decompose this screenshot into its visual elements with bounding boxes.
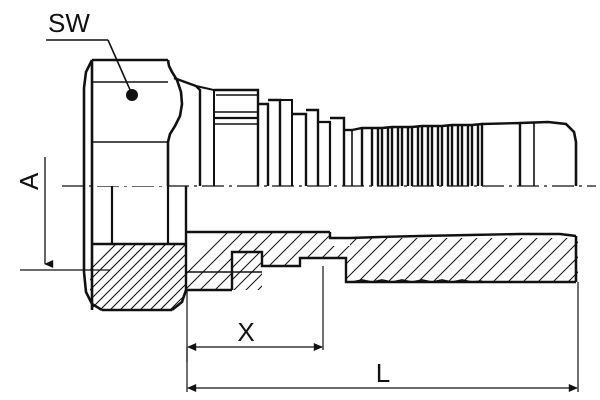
groove-section-hatching bbox=[232, 252, 262, 290]
sw-leader-dot bbox=[126, 89, 138, 101]
sw-callout: SW bbox=[46, 8, 138, 101]
dimension-a-label: A bbox=[14, 172, 44, 190]
dimension-l-label: L bbox=[376, 358, 390, 388]
dimension-l: L bbox=[186, 282, 579, 393]
hose-tail-barbs bbox=[351, 120, 578, 186]
dimension-a: A bbox=[14, 157, 110, 271]
dimension-x-label: X bbox=[237, 317, 254, 347]
body-section-lower bbox=[186, 230, 578, 292]
sw-leader-line bbox=[107, 39, 132, 93]
body-section-hatching bbox=[186, 232, 578, 290]
sw-dimension-label: SW bbox=[48, 8, 90, 38]
coupling-body bbox=[173, 76, 353, 186]
hex-nut bbox=[82, 58, 188, 312]
dimension-x: X bbox=[186, 266, 324, 362]
